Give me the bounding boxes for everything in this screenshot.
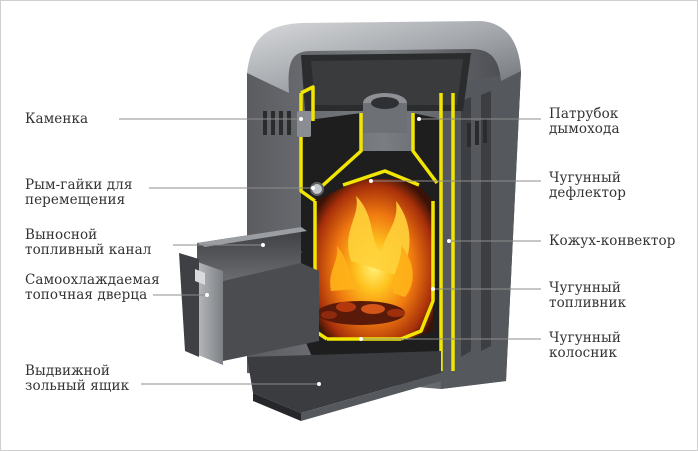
label-line: зольный ящик (25, 378, 130, 394)
label-line: дефлектор (549, 185, 627, 201)
label-lifting-eye-nuts: Рым-гайки для перемещения (25, 178, 132, 208)
label-ash-drawer: Выдвижной зольный ящик (25, 364, 129, 394)
label-line: Чугунный (549, 170, 621, 186)
label-line: топливный канал (25, 242, 152, 258)
label-line: колосник (549, 345, 618, 361)
label-convector-casing: Кожух-конвектор (549, 234, 675, 249)
label-line: Выносной (25, 227, 98, 243)
label-remote-fuel-channel: Выносной топливный канал (25, 228, 151, 258)
stove-top-rim (247, 21, 521, 111)
label-cast-iron-firebox: Чугунный топливник (549, 281, 626, 311)
label-line: дымохода (549, 121, 620, 137)
label-line: Чугунный (549, 330, 621, 346)
label-line: топочная дверца (25, 287, 148, 303)
label-cast-iron-grate: Чугунный колосник (549, 331, 621, 361)
label-cast-iron-deflector: Чугунный дефлектор (549, 171, 626, 201)
label-line: Чугунный (549, 280, 621, 296)
coals (317, 301, 405, 325)
label-line: Патрубок (549, 106, 619, 122)
leader-lines (119, 118, 541, 385)
label-line: Каменка (25, 111, 89, 127)
label-chimney-pipe: Патрубок дымохода (549, 107, 620, 137)
label-line: топливник (549, 295, 627, 311)
chimney-pipe (363, 93, 407, 133)
label-self-cooling-door: Самоохлаждаемая топочная дверца (25, 273, 160, 303)
label-line: перемещения (25, 192, 126, 208)
ash-drawer (247, 351, 441, 421)
label-kamenka: Каменка (25, 112, 88, 127)
label-line: Самоохлаждаемая (25, 272, 160, 288)
fuel-channel (197, 227, 319, 361)
fire-flames (330, 196, 413, 297)
label-line: Выдвижной (25, 363, 111, 379)
label-line: Рым-гайки для (25, 177, 133, 193)
leader-dots (205, 117, 451, 386)
self-cooling-door (179, 253, 223, 365)
label-line: Кожух-конвектор (549, 233, 676, 249)
